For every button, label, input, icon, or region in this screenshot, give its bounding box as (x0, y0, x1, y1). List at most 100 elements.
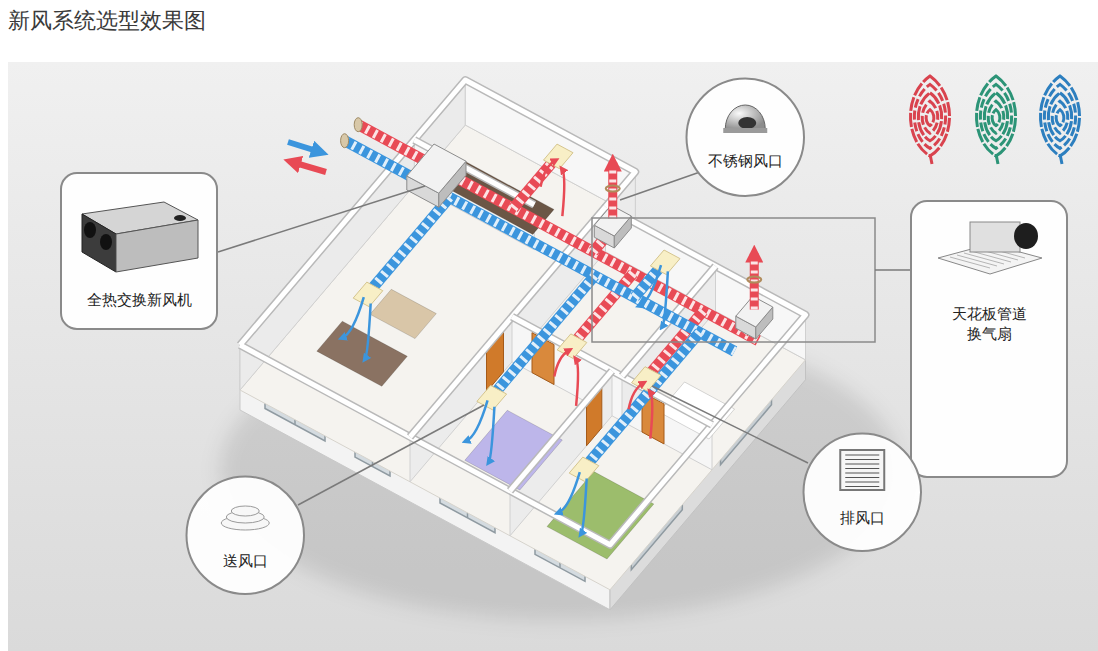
vent (557, 334, 587, 359)
exhaust-flow-arrow (541, 160, 556, 186)
leaf-line (918, 93, 941, 141)
outlet-ring (606, 186, 620, 192)
unit-port (100, 234, 112, 250)
supply-flow-arrow (489, 407, 495, 462)
sofa (317, 321, 408, 386)
callout-icon (82, 202, 198, 272)
outlet-stripes (609, 169, 616, 219)
supply-flow-arrow (558, 472, 580, 513)
duct (368, 197, 450, 293)
callout-box-shape (911, 201, 1067, 477)
leaf-line (984, 93, 1007, 141)
bracket-frame (592, 218, 875, 342)
callout-icon (840, 450, 884, 490)
grille-slat (845, 459, 879, 460)
grille-slat (845, 463, 879, 464)
unit-port (84, 222, 96, 238)
exhaust-flow-arrow (562, 169, 564, 216)
callout-label: 排风口 (840, 508, 885, 528)
callout-label: 送风口 (223, 551, 268, 571)
fan-outlet (1014, 223, 1038, 249)
leaf-line (1044, 84, 1075, 148)
leaf-line (1056, 110, 1064, 126)
vent-hole (738, 117, 756, 129)
leaf-line (980, 84, 1011, 148)
grille-slat (845, 454, 879, 455)
wall-rim (510, 371, 612, 491)
callout-box: 天花板管道 换气扇 (910, 200, 1068, 478)
grille-slat (845, 468, 879, 469)
diffuser-ring (231, 506, 259, 516)
callout-circle: 不锈钢风口 (685, 77, 806, 198)
callout-outline (685, 77, 806, 198)
duct-stripes (345, 141, 735, 352)
supply-flow-arrow (581, 478, 587, 533)
callout-outline (185, 475, 306, 596)
callout-label: 天花板管道 换气扇 (946, 304, 1032, 345)
callout-icon (221, 506, 269, 530)
fresh-air-unit (407, 144, 466, 193)
supply-flow-arrow (639, 265, 661, 306)
grille-slat (845, 486, 879, 487)
leaf-line (988, 101, 1004, 133)
leaf-icon (1040, 76, 1079, 164)
vent (353, 282, 383, 307)
leaf-line (1048, 93, 1071, 141)
supply-flow-arrow (342, 297, 364, 338)
grille-slat (845, 477, 879, 478)
vent-base (723, 128, 767, 133)
unit-side (116, 220, 198, 272)
leaf-stem (996, 154, 998, 164)
wall-face (240, 80, 465, 390)
table (370, 289, 436, 338)
page-title: 新风系统选型效果图 (8, 6, 206, 36)
leaf-line (922, 101, 938, 133)
callout-label: 全热交换新风机 (87, 290, 192, 310)
callout-circle: 排风口 (802, 432, 923, 553)
leader-line (620, 172, 700, 200)
duct (513, 155, 558, 208)
duct-cap (354, 118, 362, 132)
leader-line (652, 386, 808, 463)
background-panel (8, 62, 1098, 651)
leaf-line (992, 110, 1000, 126)
leaf-stem (1060, 154, 1062, 164)
duct (345, 141, 735, 352)
callout-circle: 送风口 (185, 475, 306, 596)
exhaust-flow-arrow (629, 383, 644, 409)
callout-icon (938, 222, 1042, 274)
fan-body (970, 222, 1020, 252)
callout-circle-shape (686, 79, 804, 197)
leader-line (875, 269, 910, 271)
grille-frame (840, 450, 884, 490)
outlet-stripes (751, 260, 758, 310)
floor (240, 125, 806, 590)
unit-port (174, 215, 186, 221)
vent (650, 250, 680, 275)
outlet-ring (747, 277, 761, 283)
leaf-stem (930, 154, 932, 164)
callout-outline (802, 432, 923, 553)
leaf-line (976, 76, 1015, 156)
callout-box: 全热交换新风机 (60, 172, 218, 330)
duct-cap (341, 134, 349, 148)
supply-flow-arrow (365, 303, 371, 358)
callout-circle-shape (186, 477, 304, 595)
vent (569, 457, 599, 482)
supply-flow-arrow (662, 271, 668, 326)
duct-stripes (368, 197, 450, 293)
callout-icon (723, 105, 767, 133)
leader-line (298, 405, 484, 505)
grille-slat (845, 481, 879, 482)
leaf-line (1052, 101, 1068, 133)
leaf-line (914, 84, 945, 148)
leaf-line (910, 76, 949, 156)
vent (544, 144, 574, 169)
unit-front (82, 214, 116, 272)
leaf-line (1040, 76, 1079, 156)
exhaust-flow-arrow (576, 359, 578, 406)
exhaust-flow-arrow (650, 392, 652, 439)
leaf-icon (976, 76, 1015, 164)
vent-dome (725, 105, 765, 129)
